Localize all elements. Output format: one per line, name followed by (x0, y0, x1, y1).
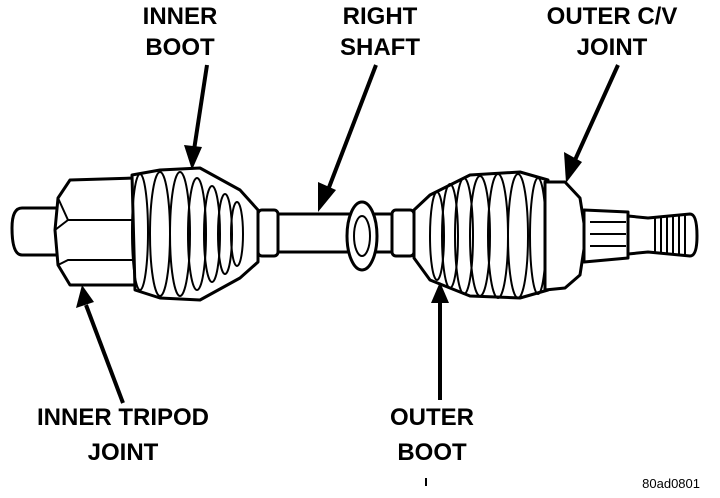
label-outer-boot-line1: OUTER (390, 404, 474, 431)
label-outer-cv-joint-line1: OUTER C/V (547, 3, 678, 30)
label-inner-boot-line1: INNER (143, 3, 218, 30)
label-outer-boot-line2: BOOT (397, 439, 467, 466)
label-right-shaft: RIGHT SHAFT (340, 3, 420, 61)
arrow-outer-boot (431, 282, 449, 400)
label-inner-tripod-joint-line2: JOINT (88, 439, 159, 466)
label-right-shaft-line2: SHAFT (340, 34, 420, 61)
label-outer-boot: OUTER BOOT (390, 404, 474, 466)
label-inner-tripod-joint: INNER TRIPOD JOINT (37, 404, 209, 466)
inner-tripod-joint (53, 176, 137, 287)
arrow-right-shaft (318, 64, 378, 212)
figure-code: 80ad0801 (642, 476, 700, 491)
arrow-inner-boot (184, 64, 209, 170)
label-outer-cv-joint-line2: JOINT (577, 34, 648, 61)
shaft-damper-ring (345, 200, 379, 272)
label-outer-cv-joint: OUTER C/V JOINT (547, 3, 678, 61)
label-right-shaft-line1: RIGHT (343, 3, 418, 30)
inner-stub-shaft (10, 206, 60, 257)
arrow-inner-tripod-joint (76, 285, 125, 404)
outer-boot (390, 170, 550, 300)
label-inner-boot-line2: BOOT (145, 34, 215, 61)
label-inner-boot: INNER BOOT (143, 3, 218, 61)
arrow-outer-cv-joint (564, 64, 620, 183)
outer-cv-joint (543, 180, 699, 292)
inner-boot (130, 166, 280, 302)
label-inner-tripod-joint-line1: INNER TRIPOD (37, 404, 209, 431)
